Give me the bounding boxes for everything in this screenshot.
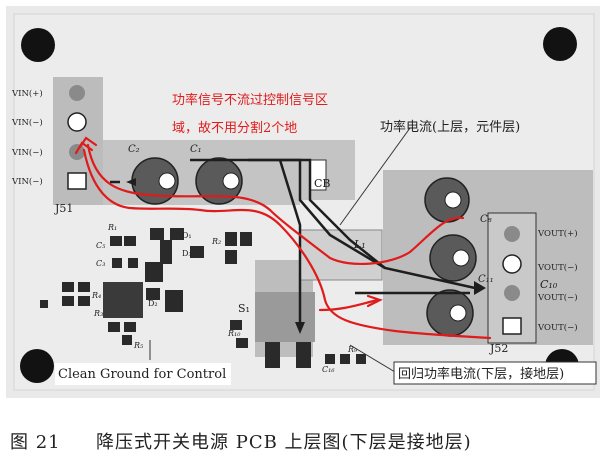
j52-pin-3 — [504, 285, 520, 301]
power-arrowhead-input-2 — [74, 141, 94, 155]
output-capacitors — [424, 177, 477, 337]
figure-caption: 图 21 降压式开关电源 PCB 上层图(下层是接地层) — [10, 428, 600, 454]
j52-pin-2-label: VOUT(−) — [537, 262, 578, 273]
power-path-mid — [318, 298, 380, 312]
j51-pin-3-label: VIN(−) — [11, 147, 43, 158]
top-current-arrow — [248, 158, 476, 290]
figure-number: 图 21 — [10, 432, 61, 453]
power-path-arrowheads — [74, 136, 383, 308]
mount-hole-top-right — [543, 27, 577, 61]
l1-label: L₁ — [353, 238, 366, 251]
figure-title: 降压式开关电源 PCB 上层图(下层是接地层) — [96, 432, 472, 453]
j51-pin-2-label: VIN(−) — [11, 117, 43, 128]
j52-pin-1-label: VOUT(+) — [537, 228, 578, 239]
power-path-lower — [82, 148, 492, 340]
r1-label: R₁ — [107, 223, 117, 232]
j51-ref-label: J51 — [54, 202, 73, 215]
j52-ref-label: J52 — [489, 342, 508, 355]
r5-label: R₅ — [133, 341, 144, 350]
r9-label: R₉ — [347, 345, 358, 354]
d1-label: D₁ — [182, 231, 192, 240]
left-current-arrowhead — [126, 178, 136, 186]
top-current-label: 功率电流(上层，元件层) — [380, 119, 520, 135]
j52-pin-4 — [502, 317, 522, 335]
c16-label: C₁₆ — [322, 365, 335, 374]
input-capacitors — [131, 157, 243, 205]
s1-pin-left — [265, 342, 280, 368]
c10-capacitor-pad — [449, 304, 467, 322]
c11-label: C₁₁ — [478, 274, 494, 285]
j51-labels: VIN(+) VIN(−) VIN(−) VIN(−) J51 — [11, 88, 73, 215]
j51-pin-2 — [67, 112, 87, 132]
s1-body — [255, 292, 315, 342]
j51-pin-4-label: VIN(−) — [11, 176, 43, 187]
c3-label: C₃ — [96, 259, 105, 268]
leader-lines — [149, 127, 411, 376]
power-note-line2: 域，故不用分割2个地 — [172, 120, 297, 136]
mount-hole-bottom-left — [20, 349, 54, 383]
c8-capacitor-pad — [444, 191, 462, 209]
control-section — [40, 228, 366, 364]
j51-pin-1 — [69, 85, 85, 101]
top-current-arrowhead — [474, 281, 486, 295]
return-current-label-box — [393, 361, 597, 385]
r4-label: R₄ — [91, 291, 101, 300]
c1-capacitor-pad — [222, 172, 240, 190]
leader-return-current — [349, 344, 401, 376]
down-current-arrowhead — [295, 322, 305, 334]
leader-top-current — [339, 127, 411, 226]
c8-label: C₈ — [480, 214, 492, 225]
j52-pin-1 — [504, 226, 520, 242]
s1-pin-right — [296, 342, 311, 368]
power-path-red — [82, 143, 492, 340]
c10-label: C₁₀ — [540, 278, 558, 291]
j52-pins — [502, 226, 522, 335]
current-flow-arrows — [110, 158, 476, 330]
cb-label: CB — [314, 177, 331, 190]
s1-label: S₁ — [238, 302, 250, 315]
power-arrowhead-output — [366, 294, 383, 308]
r2-label: R₂ — [211, 237, 221, 246]
j52-labels: VOUT(+) VOUT(−) VOUT(−) VOUT(−) J52 — [489, 228, 578, 355]
clean-ground-label: Clean Ground for Control — [58, 367, 226, 382]
d2-label: D₂ — [148, 299, 158, 308]
j51-pin-1-label: VIN(+) — [11, 88, 43, 99]
r10-label: R₁₀ — [227, 329, 241, 338]
j51-pins — [67, 85, 87, 190]
power-path-upper — [86, 143, 465, 266]
return-current-label: 回归功率电流(下层，接地层) — [398, 366, 564, 382]
d3-label: D₃ — [182, 249, 192, 258]
c2-capacitor-pad — [158, 172, 176, 190]
j52-pin-3-label: VOUT(−) — [537, 292, 578, 303]
j52-pin-4-label: VOUT(−) — [537, 322, 578, 333]
c1-capacitor — [195, 157, 243, 205]
c5-label: C₅ — [96, 241, 106, 250]
pcb-layout-figure: VIN(+) VIN(−) VIN(−) VIN(−) J51 VOUT(+) … — [6, 6, 600, 398]
c2-label: C₂ — [128, 144, 140, 155]
c11-capacitor-pad — [452, 249, 470, 267]
component-labels: C₂ C₁ CB L₁ S₁ C₈ C₁₁ C₁₀ R₁ C₅ D₁ R₂ D₃… — [91, 144, 558, 374]
clean-ground-label-box — [55, 363, 231, 385]
j52-pin-2 — [502, 254, 522, 274]
power-note-line1: 功率信号不流过控制信号区 — [172, 92, 328, 108]
j51-pin-4 — [67, 172, 87, 190]
caption-band — [0, 400, 603, 460]
r3-label: R₃ — [93, 309, 103, 318]
c1-label: C₁ — [190, 144, 202, 155]
return-current-path — [278, 159, 302, 330]
mount-hole-top-left — [21, 28, 55, 62]
